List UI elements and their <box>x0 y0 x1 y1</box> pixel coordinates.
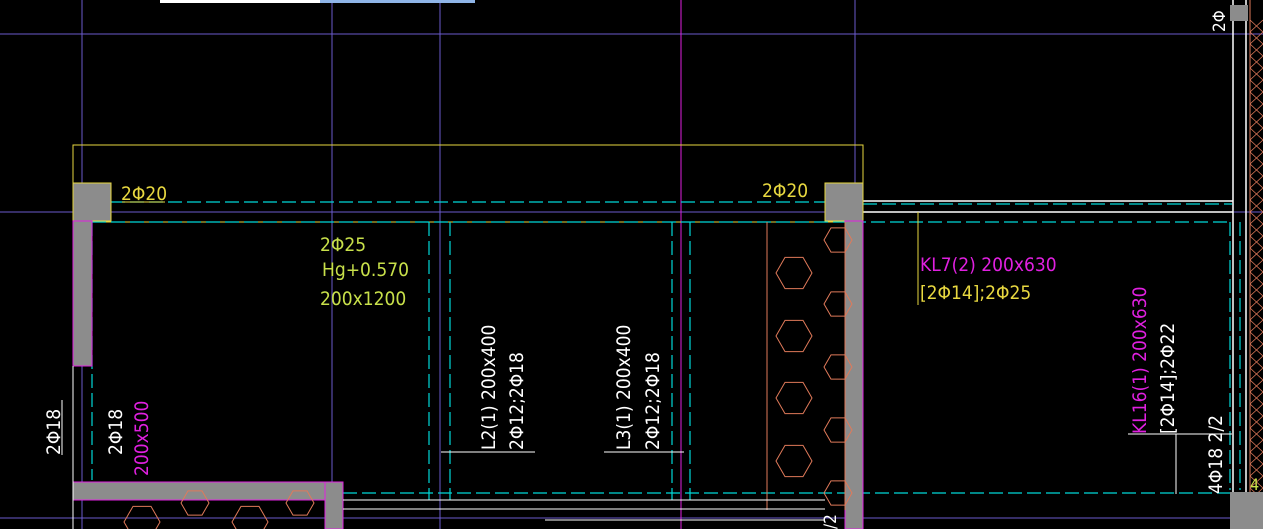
walls <box>72 220 864 529</box>
hatch-stroke <box>1249 31 1263 45</box>
hatch-stroke <box>1249 439 1263 453</box>
hatch-stroke <box>1249 463 1263 477</box>
hex-hatch-cell <box>180 490 210 516</box>
right-hatch <box>1249 19 1263 529</box>
hex-hatch-cell <box>775 319 813 353</box>
left-beam-rebar-b-label: 2Φ18 <box>105 409 127 455</box>
column-bottom-right <box>1230 492 1263 529</box>
hatch-stroke <box>1249 367 1263 381</box>
hatch-stroke <box>1249 67 1263 81</box>
hex-hatch-cell <box>231 505 269 529</box>
hatch-stroke <box>1249 343 1263 357</box>
top-edge-marks <box>160 0 475 3</box>
hatch-stroke <box>1249 91 1263 105</box>
hatch-stroke <box>1249 415 1263 429</box>
hatch-stroke <box>1249 379 1263 393</box>
hex-hatch-cell <box>123 505 161 529</box>
hatch-stroke <box>1249 79 1263 93</box>
hatch-stroke <box>1249 331 1263 345</box>
hex-hatch-cell <box>823 291 853 317</box>
kl16-rebar-label: [2Φ14];2Φ22 <box>1157 323 1179 434</box>
cyan-beam-lines <box>91 201 1241 500</box>
beam-rebar-label: 2Φ25 <box>320 234 366 256</box>
leader-lines <box>61 400 1232 494</box>
hex-hatch-cell <box>823 227 853 253</box>
wall-left-upper <box>72 220 93 367</box>
right-mark-label: 4 <box>1250 475 1259 494</box>
column-middle <box>824 182 864 222</box>
hatch-stroke <box>1249 247 1263 261</box>
l3-rebar-label: 2Φ12;2Φ18 <box>642 352 664 450</box>
hatch-stroke <box>1249 283 1263 297</box>
hatch-stroke <box>1249 187 1263 201</box>
hatch-stroke <box>1249 139 1263 153</box>
hatch-stroke <box>1249 43 1263 57</box>
hatch-stroke <box>1249 319 1263 333</box>
hatch-stroke <box>1249 295 1263 309</box>
hex-hatch-cell <box>823 417 853 443</box>
hatch-stroke <box>1249 175 1263 189</box>
hex-hatch-cell <box>775 444 813 478</box>
column-left <box>72 182 112 222</box>
hatch-stroke <box>1249 223 1263 237</box>
l2-rebar-label: 2Φ12;2Φ18 <box>506 352 528 450</box>
hatch-stroke <box>1249 451 1263 465</box>
hatch-stroke <box>1249 103 1263 117</box>
hatch-stroke <box>1249 199 1263 213</box>
hatch-stroke <box>1249 211 1263 225</box>
hex-hatch-cell <box>285 490 315 516</box>
beam-size-label: 200x1200 <box>320 288 406 310</box>
hatch-stroke <box>1249 475 1263 489</box>
top-right-rebar-label: 2Φ <box>1210 10 1230 32</box>
kl7-title-label: KL7(2) 200x630 <box>920 254 1057 276</box>
left-beam-rebar-label: 2Φ18 <box>43 409 65 455</box>
hatch-stroke <box>1249 403 1263 417</box>
annotations: 2Φ20 2Φ20 2Φ25 Hg+0.570 200x1200 KL7(2) … <box>43 10 1259 529</box>
l2-title-label: L2(1) 200x400 <box>478 325 500 450</box>
hatch-stroke <box>1249 19 1263 33</box>
bottom-mark-label: /2 <box>821 514 841 529</box>
kl16-title-label: KL16(1) 200x630 <box>1129 287 1151 434</box>
hatch-stroke <box>1249 391 1263 405</box>
bottom-lines <box>343 499 825 521</box>
hatch-stroke <box>1249 355 1263 369</box>
hatch-stroke <box>1249 235 1263 249</box>
hatch-stroke <box>1249 55 1263 69</box>
columns <box>72 5 1263 529</box>
left-beam-size-label: 200x500 <box>131 401 153 476</box>
kl16-extra-label: 4Φ18 2/2 <box>1205 415 1227 494</box>
hatch-stroke <box>1249 259 1263 273</box>
hatch-stroke <box>1249 151 1263 165</box>
hex-hatch-strip <box>766 222 853 510</box>
hatch-stroke <box>1249 127 1263 141</box>
bottom-hex-hatch <box>123 490 315 529</box>
hatch-stroke <box>1249 115 1263 129</box>
l3-title-label: L3(1) 200x400 <box>613 325 635 450</box>
hex-hatch-cell <box>823 480 853 506</box>
hex-hatch-cell <box>823 354 853 380</box>
kl7-rebar-label: [2Φ14];2Φ25 <box>920 282 1031 304</box>
hex-hatch-cell <box>775 256 813 290</box>
wall-bottom-right-leg <box>324 481 344 529</box>
hatch-stroke <box>1249 307 1263 321</box>
hatch-stroke <box>1249 427 1263 441</box>
col-mid-rebar-label: 2Φ20 <box>762 180 808 202</box>
hatch-stroke <box>1249 271 1263 285</box>
hatch-stroke <box>1249 163 1263 177</box>
beam-height-label: Hg+0.570 <box>322 259 409 281</box>
column-top-right <box>1230 5 1248 21</box>
col-left-rebar-label: 2Φ20 <box>121 183 167 205</box>
right-double-wall <box>1232 0 1251 529</box>
hex-hatch-cell <box>775 381 813 415</box>
